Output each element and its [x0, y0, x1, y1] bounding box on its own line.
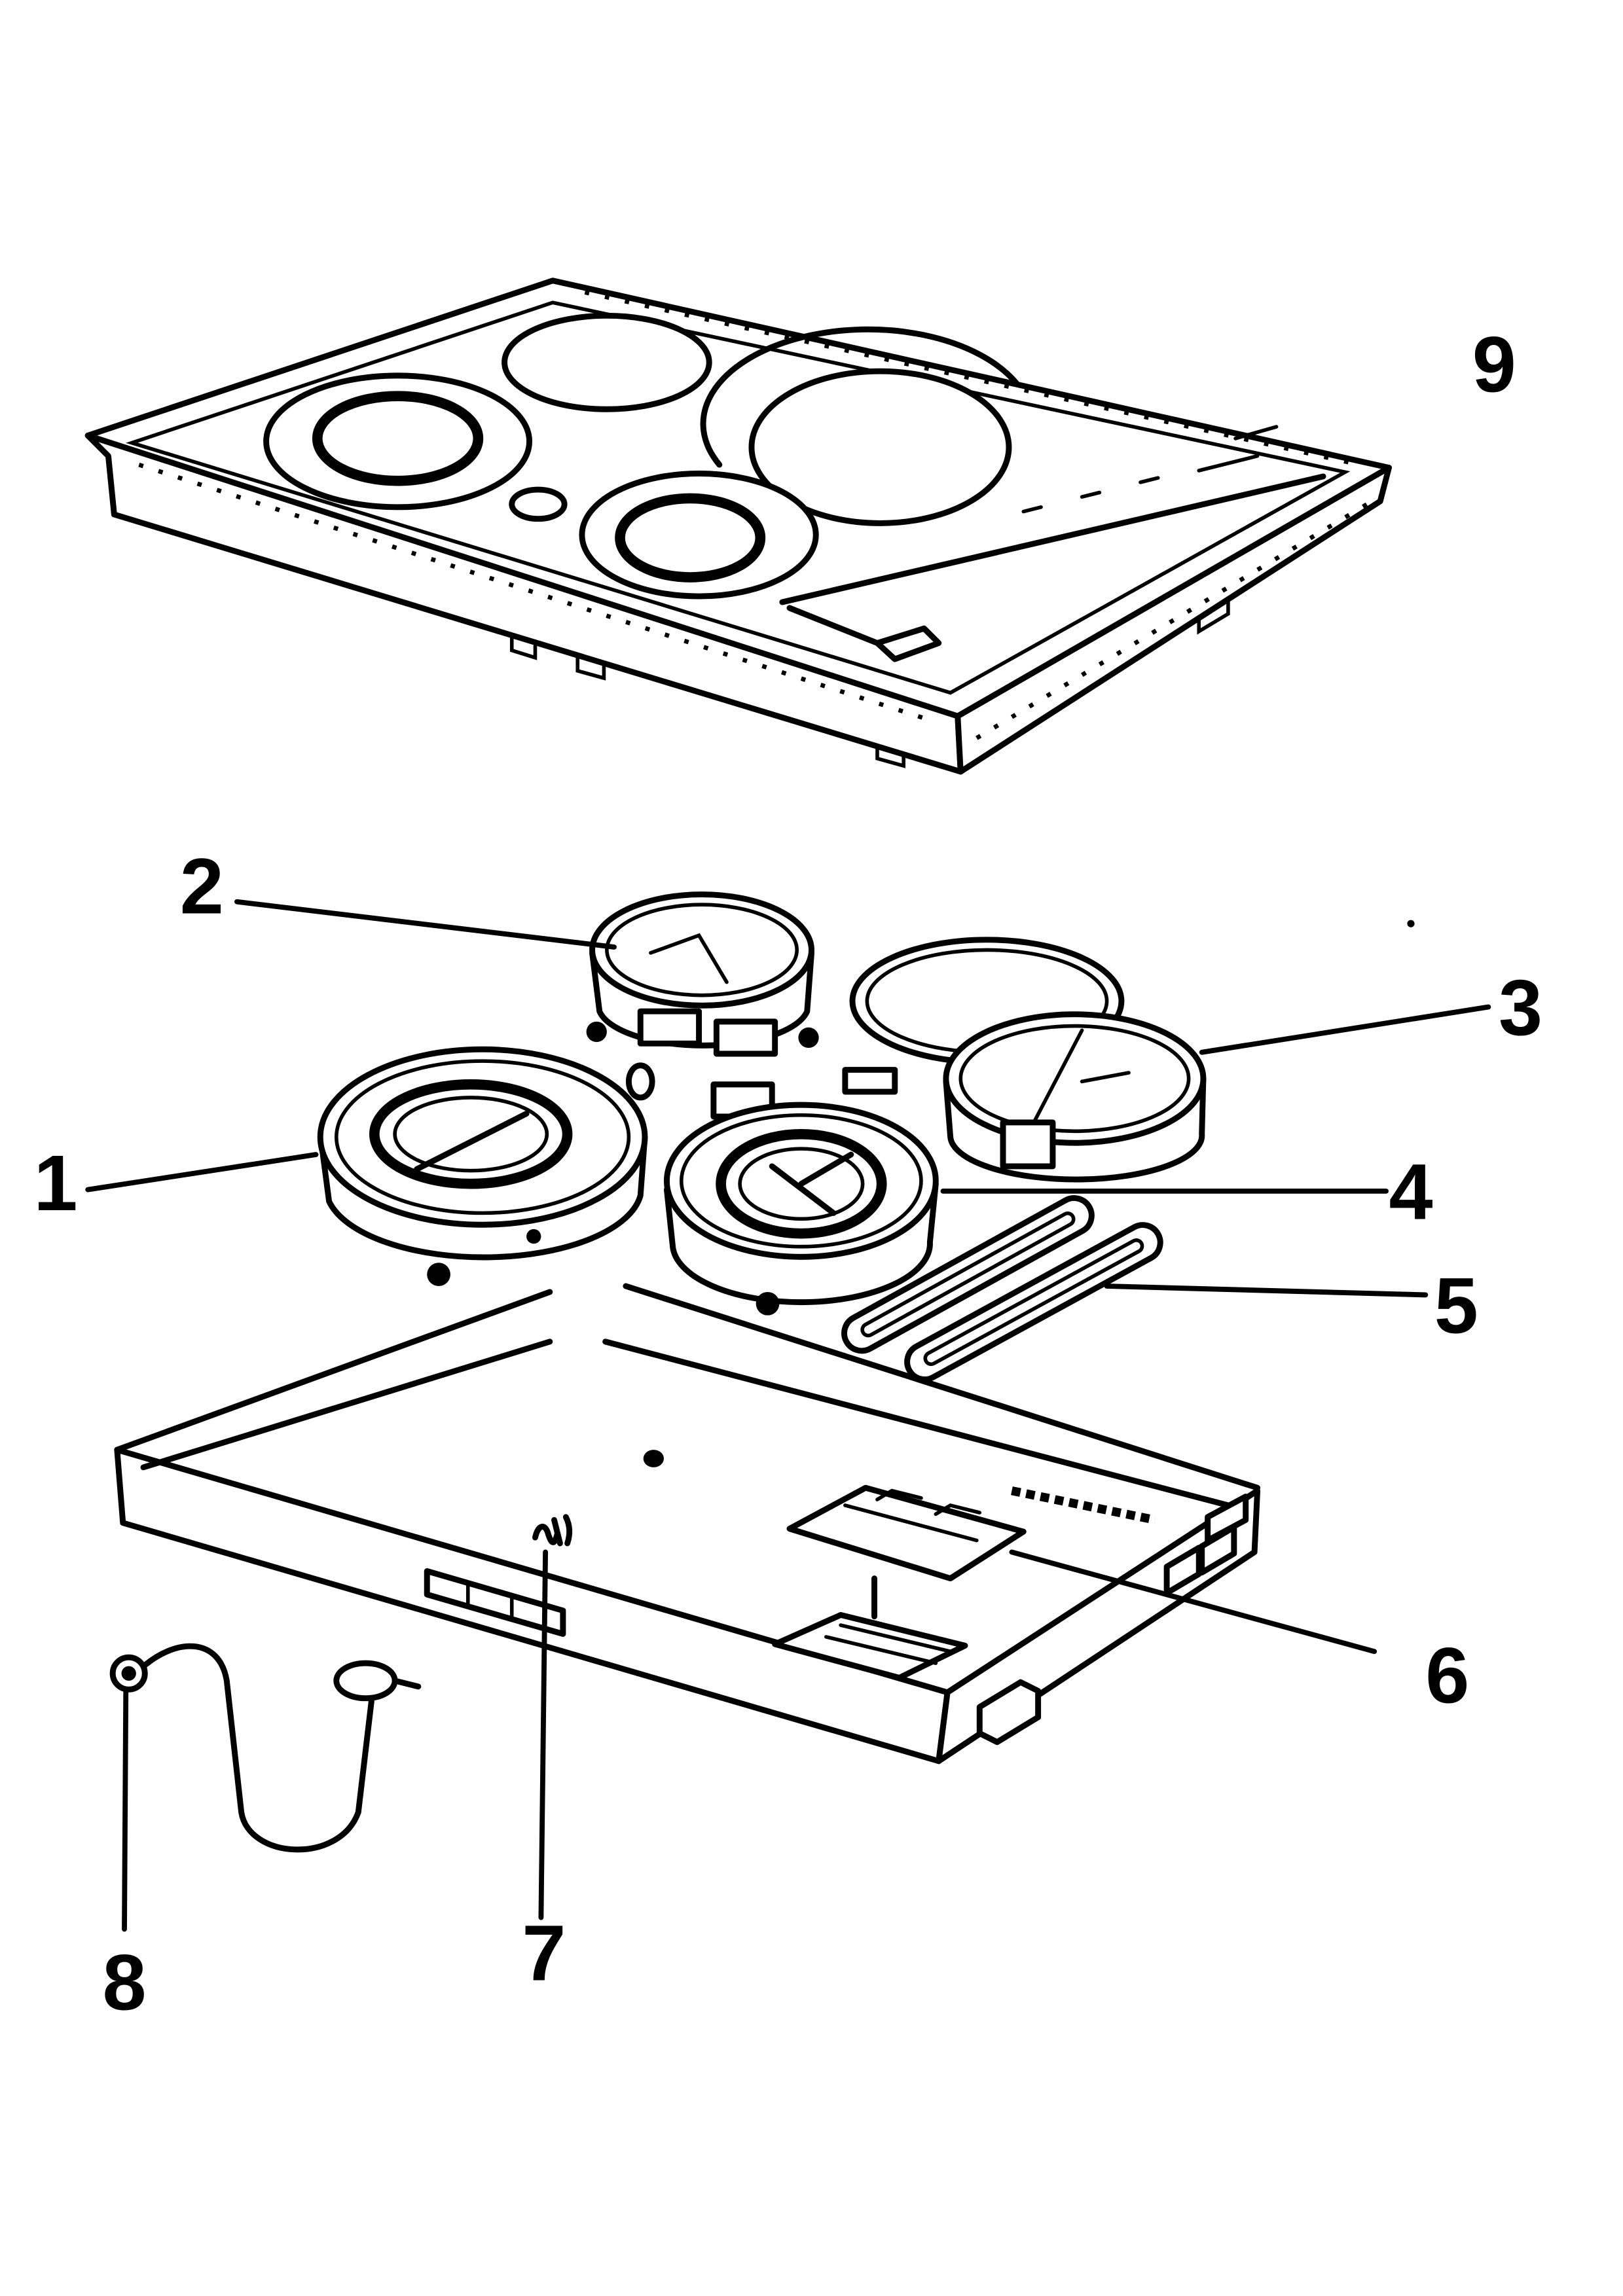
part-1-terminal: [625, 1062, 655, 1101]
callout-7-label: 7: [522, 1909, 566, 1998]
callout-5-label: 5: [1434, 1261, 1478, 1350]
part-4-radial-lines: [769, 1151, 854, 1216]
part-5-strip-elements: [841, 1195, 1163, 1382]
leader-line-7: [538, 1549, 549, 1920]
part-7-shape: [532, 1514, 573, 1547]
part-2-foot-right: [798, 1027, 819, 1049]
part-1-radial-line: [414, 1111, 530, 1172]
tray-connector-right-3: [976, 1679, 1042, 1746]
part-2-foot-left: [586, 1021, 607, 1043]
callout-6-label: 6: [1425, 1631, 1469, 1719]
callout-2-label: 2: [180, 842, 224, 931]
part-2-rim: [589, 891, 814, 1009]
part-8-wire: [137, 1643, 374, 1853]
tray-connector-front-left: [424, 1568, 566, 1637]
tray-vent-marks: [1011, 1486, 1156, 1524]
panel-control-marks: [1021, 425, 1279, 514]
leader-line-3: [1199, 1004, 1491, 1055]
stray-dot: [1407, 920, 1415, 927]
part-1-inner-rim: [334, 1059, 631, 1215]
part-4-inner-rim: [679, 1113, 923, 1249]
part-2-radial-lines: [649, 933, 729, 984]
callout-3-label: 3: [1499, 963, 1542, 1052]
tray-connector-front-left-detail: [465, 1581, 514, 1621]
part-1-foot-2: [526, 1229, 541, 1244]
part-8-left-terminal-core: [121, 1666, 136, 1681]
tray-inner-surface: [117, 1274, 1258, 1693]
part-3-tab-left: [842, 1067, 898, 1095]
panel-zone-right: [748, 368, 1012, 526]
part-5-strip-a: [841, 1195, 1095, 1354]
part-5-strip-b-inner: [923, 1238, 1144, 1367]
top-panel-edge-speckle: [138, 290, 1368, 740]
part-1-coil-ring: [369, 1079, 573, 1189]
callout-1-label: 1: [34, 1139, 78, 1227]
part-3-radial-lines: [1029, 1028, 1131, 1130]
part-9-top-panel: [84, 278, 1392, 775]
tray-back-right-edge: [623, 1283, 1261, 1491]
tray-back-left-edge: [114, 1289, 553, 1453]
part-5-strip-b: [904, 1222, 1163, 1382]
part-6-base-tray: [114, 1274, 1261, 1765]
part-5-strip-a-inner: [860, 1211, 1076, 1338]
part-3-rim: [943, 1011, 1207, 1146]
leader-line-1: [85, 1152, 319, 1193]
callout-9-label: 9: [1472, 320, 1516, 408]
part-4-foot: [756, 1291, 780, 1316]
tray-center-hole: [643, 1450, 664, 1467]
part-2-bracket-left: [637, 1008, 702, 1047]
part-1-coil-inner: [393, 1096, 549, 1173]
leader-line-6: [1009, 1549, 1377, 1655]
part-1-foot: [427, 1263, 450, 1287]
part-2-bracket-right: [713, 1018, 778, 1057]
panel-control-tab: [874, 625, 942, 662]
tray-inner-rim: [140, 1338, 1231, 1509]
panel-zone-left-inner: [312, 391, 484, 486]
top-panel-notches: [509, 597, 1230, 768]
tray-control-module: [786, 1484, 1027, 1582]
part-4-coil-ring: [716, 1128, 887, 1239]
part-3-tab-front: [1000, 1119, 1056, 1170]
tray-connector-right-4: [1205, 1494, 1249, 1544]
part-3-inner-rim: [958, 1024, 1191, 1134]
callout-8-label: 8: [102, 1938, 146, 2026]
leader-line-5: [1104, 1283, 1429, 1298]
part-4-heating-element: [663, 1081, 939, 1316]
panel-zone-right-extension-arc: [700, 326, 1019, 468]
part-7-small-fitting: [532, 1514, 573, 1547]
tray-control-module-detail: [843, 1488, 982, 1543]
top-panel-inner-trim: [125, 300, 1351, 695]
part-2-heating-element: [586, 891, 819, 1057]
part-8-cable: [109, 1643, 422, 1853]
part-3-heating-element: [842, 937, 1207, 1183]
part-1-heating-element: [317, 1046, 655, 1287]
panel-small-indicator: [509, 486, 568, 522]
panel-zone-front-inner: [615, 493, 766, 583]
panel-control-strip: [779, 473, 1326, 646]
tray-connector-right-1: [1163, 1545, 1202, 1596]
leader-line-8: [122, 1689, 129, 1932]
part-8-right-terminal-tab: [392, 1677, 422, 1690]
panel-zone-back: [501, 312, 712, 412]
tray-terminal-stripes: [824, 1623, 953, 1665]
part-2-inner-rim: [605, 903, 799, 997]
part-8-right-terminal: [333, 1660, 398, 1702]
callout-4-label: 4: [1389, 1147, 1432, 1236]
leader-line-2: [234, 899, 617, 950]
part-4-coil-inner: [738, 1147, 865, 1221]
